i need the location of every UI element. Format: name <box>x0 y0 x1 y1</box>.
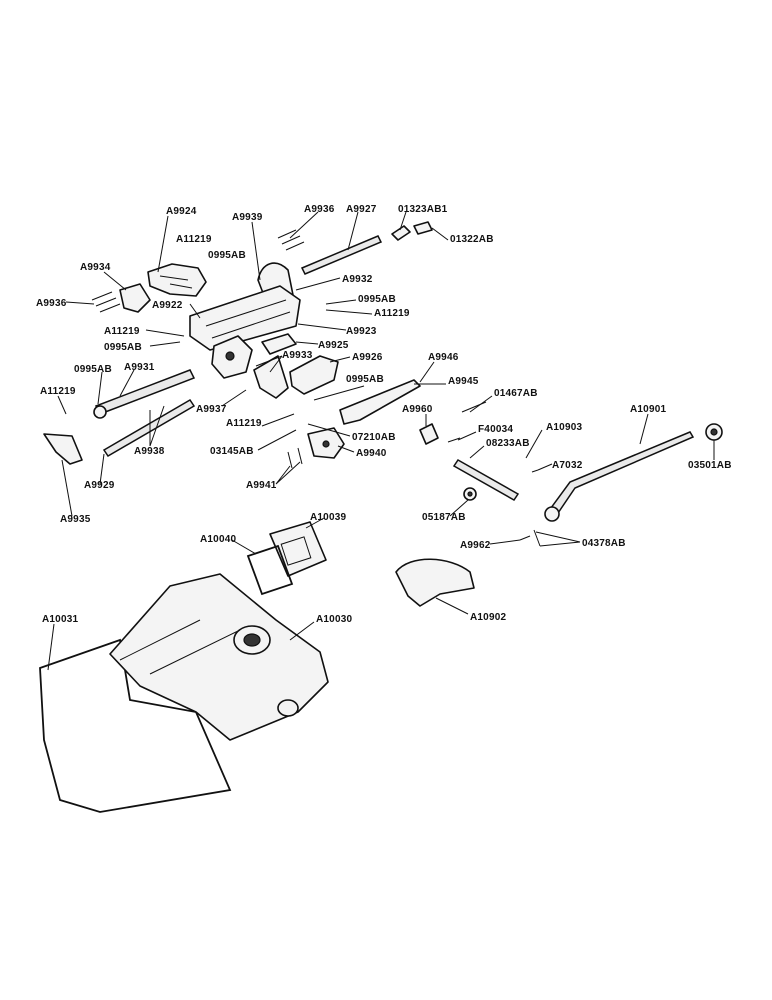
label-03145ab: 03145AB <box>210 446 254 457</box>
yoke-a10902 <box>395 558 475 607</box>
label-a9937: A9937 <box>196 404 227 415</box>
washer-05187ab <box>463 487 477 501</box>
label-07210ab: 07210AB <box>352 432 396 443</box>
knob-03501ab <box>705 423 723 441</box>
label-0995ab-right: 0995AB <box>346 374 384 385</box>
label-a9933: A9933 <box>282 350 313 361</box>
pin-a9962 <box>519 535 531 541</box>
label-0995ab-left: 0995AB <box>104 342 142 353</box>
shift-rod-a9931 <box>93 369 196 419</box>
label-a9935: A9935 <box>60 514 91 525</box>
label-01323ab1: 01323AB1 <box>398 204 448 215</box>
label-a9927: A9927 <box>346 204 377 215</box>
label-a9941: A9941 <box>246 480 277 491</box>
label-a9936-top: A9936 <box>304 204 335 215</box>
label-a10902: A10902 <box>470 612 506 623</box>
shift-rod-a9927 <box>300 235 383 275</box>
label-a10039: A10039 <box>310 512 346 523</box>
shift-rod-a9938 <box>102 398 196 458</box>
label-a9960: A9960 <box>402 404 433 415</box>
label-04378ab: 04378AB <box>582 538 626 549</box>
label-a9931: A9931 <box>124 362 155 373</box>
shift-housing-a9922 <box>189 285 301 351</box>
label-f40034: F40034 <box>478 424 513 435</box>
label-a10031: A10031 <box>42 614 78 625</box>
label-a11219-far-left: A11219 <box>40 386 76 397</box>
label-01467ab: 01467AB <box>494 388 538 399</box>
label-a9924: A9924 <box>166 206 197 217</box>
label-a11219-left: A11219 <box>104 326 140 337</box>
label-a11219-mid: A11219 <box>374 308 410 319</box>
pin-f40034 <box>447 437 461 443</box>
label-a9932: A9932 <box>342 274 373 285</box>
part-labels: A9924 A9939 A9936 A9927 01323AB1 01322AB… <box>36 204 732 625</box>
label-a9929: A9929 <box>84 480 115 491</box>
label-a9934: A9934 <box>80 262 111 273</box>
block-a9940 <box>307 427 345 459</box>
cap-01322ab <box>413 221 433 235</box>
shift-block-a9933 <box>211 335 253 379</box>
label-a10903: A10903 <box>546 422 582 433</box>
pins-04378ab <box>533 529 541 547</box>
part-a9960 <box>419 423 439 445</box>
label-01322ab: 01322AB <box>450 234 494 245</box>
label-a9939: A9939 <box>232 212 263 223</box>
bracket-a9925 <box>261 333 297 355</box>
label-a7032: A7032 <box>552 460 583 471</box>
clip-a9936-top <box>277 229 305 251</box>
pins-a9936-left <box>91 291 121 313</box>
bracket-a9924 <box>147 263 207 297</box>
label-a9962: A9962 <box>460 540 491 551</box>
label-a9936-left: A9936 <box>36 298 67 309</box>
label-a9922: A9922 <box>152 300 183 311</box>
label-a10901: A10901 <box>630 404 666 415</box>
fork-a9934 <box>119 283 151 313</box>
label-a9926: A9926 <box>352 352 383 363</box>
label-03501ab: 03501AB <box>688 460 732 471</box>
label-a9923: A9923 <box>346 326 377 337</box>
label-a9938: A9938 <box>134 446 165 457</box>
housing-a10030 <box>109 573 329 741</box>
shift-lever-a10901 <box>544 431 695 522</box>
label-a11219-bottom: A11219 <box>226 418 262 429</box>
leader-lines <box>47 211 715 671</box>
label-a10040: A10040 <box>200 534 236 545</box>
bracket-a9926 <box>289 355 339 395</box>
pin-a7032 <box>531 469 539 473</box>
label-a9945: A9945 <box>448 376 479 387</box>
label-0995ab-mid: 0995AB <box>358 294 396 305</box>
label-08233ab: 08233AB <box>486 438 530 449</box>
gasket-a10040 <box>246 544 294 596</box>
fork-a9935 <box>43 433 83 465</box>
label-a10030: A10030 <box>316 614 352 625</box>
label-a9940: A9940 <box>356 448 387 459</box>
label-05187ab: 05187AB <box>422 512 466 523</box>
label-0995ab-far-left: 0995AB <box>74 364 112 375</box>
rod-08233ab <box>452 459 520 501</box>
label-a9925: A9925 <box>318 340 349 351</box>
label-a9946: A9946 <box>428 352 459 363</box>
bolt-a9941 <box>287 447 303 469</box>
label-0995ab-top: 0995AB <box>208 250 246 261</box>
lever-a9945 <box>339 379 421 425</box>
label-a11219-top: A11219 <box>176 234 212 245</box>
fork-a9937 <box>253 355 289 399</box>
